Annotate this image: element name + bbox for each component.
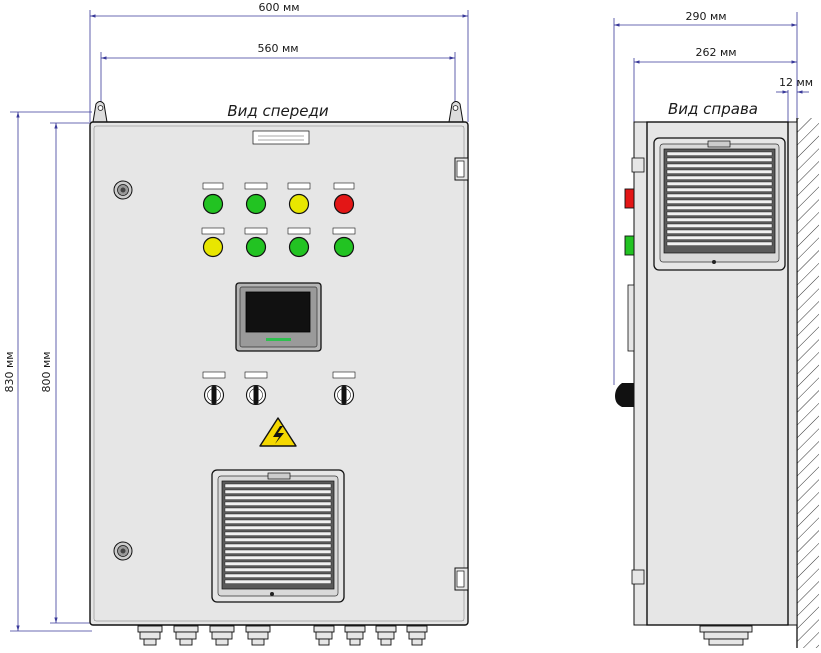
lamp-green: [202, 193, 224, 215]
hinge-top: [454, 157, 469, 181]
side-selector-knob: [615, 383, 634, 407]
side-lamp-red: [624, 188, 635, 209]
hmi-screen: [245, 291, 311, 333]
hmi-touch-panel: [235, 282, 322, 352]
selector-switch: [202, 371, 226, 406]
front-door-edge: [93, 125, 465, 622]
nameplate: [252, 130, 310, 145]
side-vent-grille: [653, 137, 786, 271]
side-hmi-bezel: [627, 284, 635, 352]
door-lock-top: [113, 180, 133, 200]
front-width-outer-label: 600 мм: [258, 1, 299, 14]
side-hinge-bottom: [631, 569, 645, 585]
lamp-red: [333, 193, 355, 215]
cable-gland: [313, 625, 335, 646]
cable-glands-side: [699, 625, 753, 646]
side-lamp-green: [624, 235, 635, 256]
cable-gland: [137, 625, 163, 646]
cable-gland: [344, 625, 366, 646]
side-depth-outer-label: 290 мм: [685, 10, 726, 23]
hinge-bottom: [454, 567, 469, 591]
front-dimension-lines: [16, 14, 468, 631]
side-vent-logo-mark: [712, 260, 716, 264]
door-lock-bottom: [113, 541, 133, 561]
front-view: 600 мм 560 мм 830 мм 800 мм Вид спереди: [3, 1, 469, 646]
wall-hatch: [797, 118, 819, 648]
mounting-lug-right: [448, 101, 464, 123]
selector-switch: [244, 371, 268, 406]
side-extension-lines: [613, 12, 798, 385]
lamp-row-1: [202, 182, 355, 215]
lamp-green: [245, 193, 267, 215]
wall-bracket: [787, 121, 798, 626]
lamp-label-plate: [202, 182, 355, 190]
side-hinge-top: [631, 157, 645, 173]
lamp-row-2: [201, 227, 356, 258]
lamp-label-plate: [201, 227, 356, 235]
side-dimension-lines: [614, 23, 809, 94]
cable-gland: [699, 625, 753, 646]
cable-glands-front: [137, 625, 428, 646]
cable-gland: [245, 625, 271, 646]
side-depth-body-label: 262 мм: [695, 46, 736, 59]
front-view-title: Вид спереди: [227, 102, 329, 120]
lamp-yellow: [288, 193, 310, 215]
side-depth-bracket-label: 12 мм: [779, 76, 813, 89]
hmi-led-strip: [266, 338, 291, 341]
vent-logo-mark: [270, 592, 274, 596]
cable-gland: [173, 625, 199, 646]
front-extension-lines: [10, 10, 469, 632]
front-height-outer-label: 830 мм: [3, 351, 16, 392]
selector-switch: [332, 371, 356, 406]
cable-gland: [406, 625, 428, 646]
lamp-green: [333, 236, 355, 258]
side-door-edge: [633, 121, 648, 626]
side-view-title: Вид справа: [668, 100, 758, 118]
lamp-yellow: [202, 236, 224, 258]
front-width-mount-label: 560 мм: [257, 42, 298, 55]
cable-gland: [209, 625, 235, 646]
mounting-lug-left: [92, 101, 108, 123]
cable-gland: [375, 625, 397, 646]
lamp-green: [288, 236, 310, 258]
front-enclosure: [89, 121, 469, 626]
lamp-green: [245, 236, 267, 258]
front-height-mount-label: 800 мм: [40, 351, 53, 392]
front-vent-grille: [211, 469, 345, 603]
warning-high-voltage-icon: [259, 417, 297, 447]
side-view: 290 мм 262 мм 12 мм Вид справа: [613, 10, 819, 648]
